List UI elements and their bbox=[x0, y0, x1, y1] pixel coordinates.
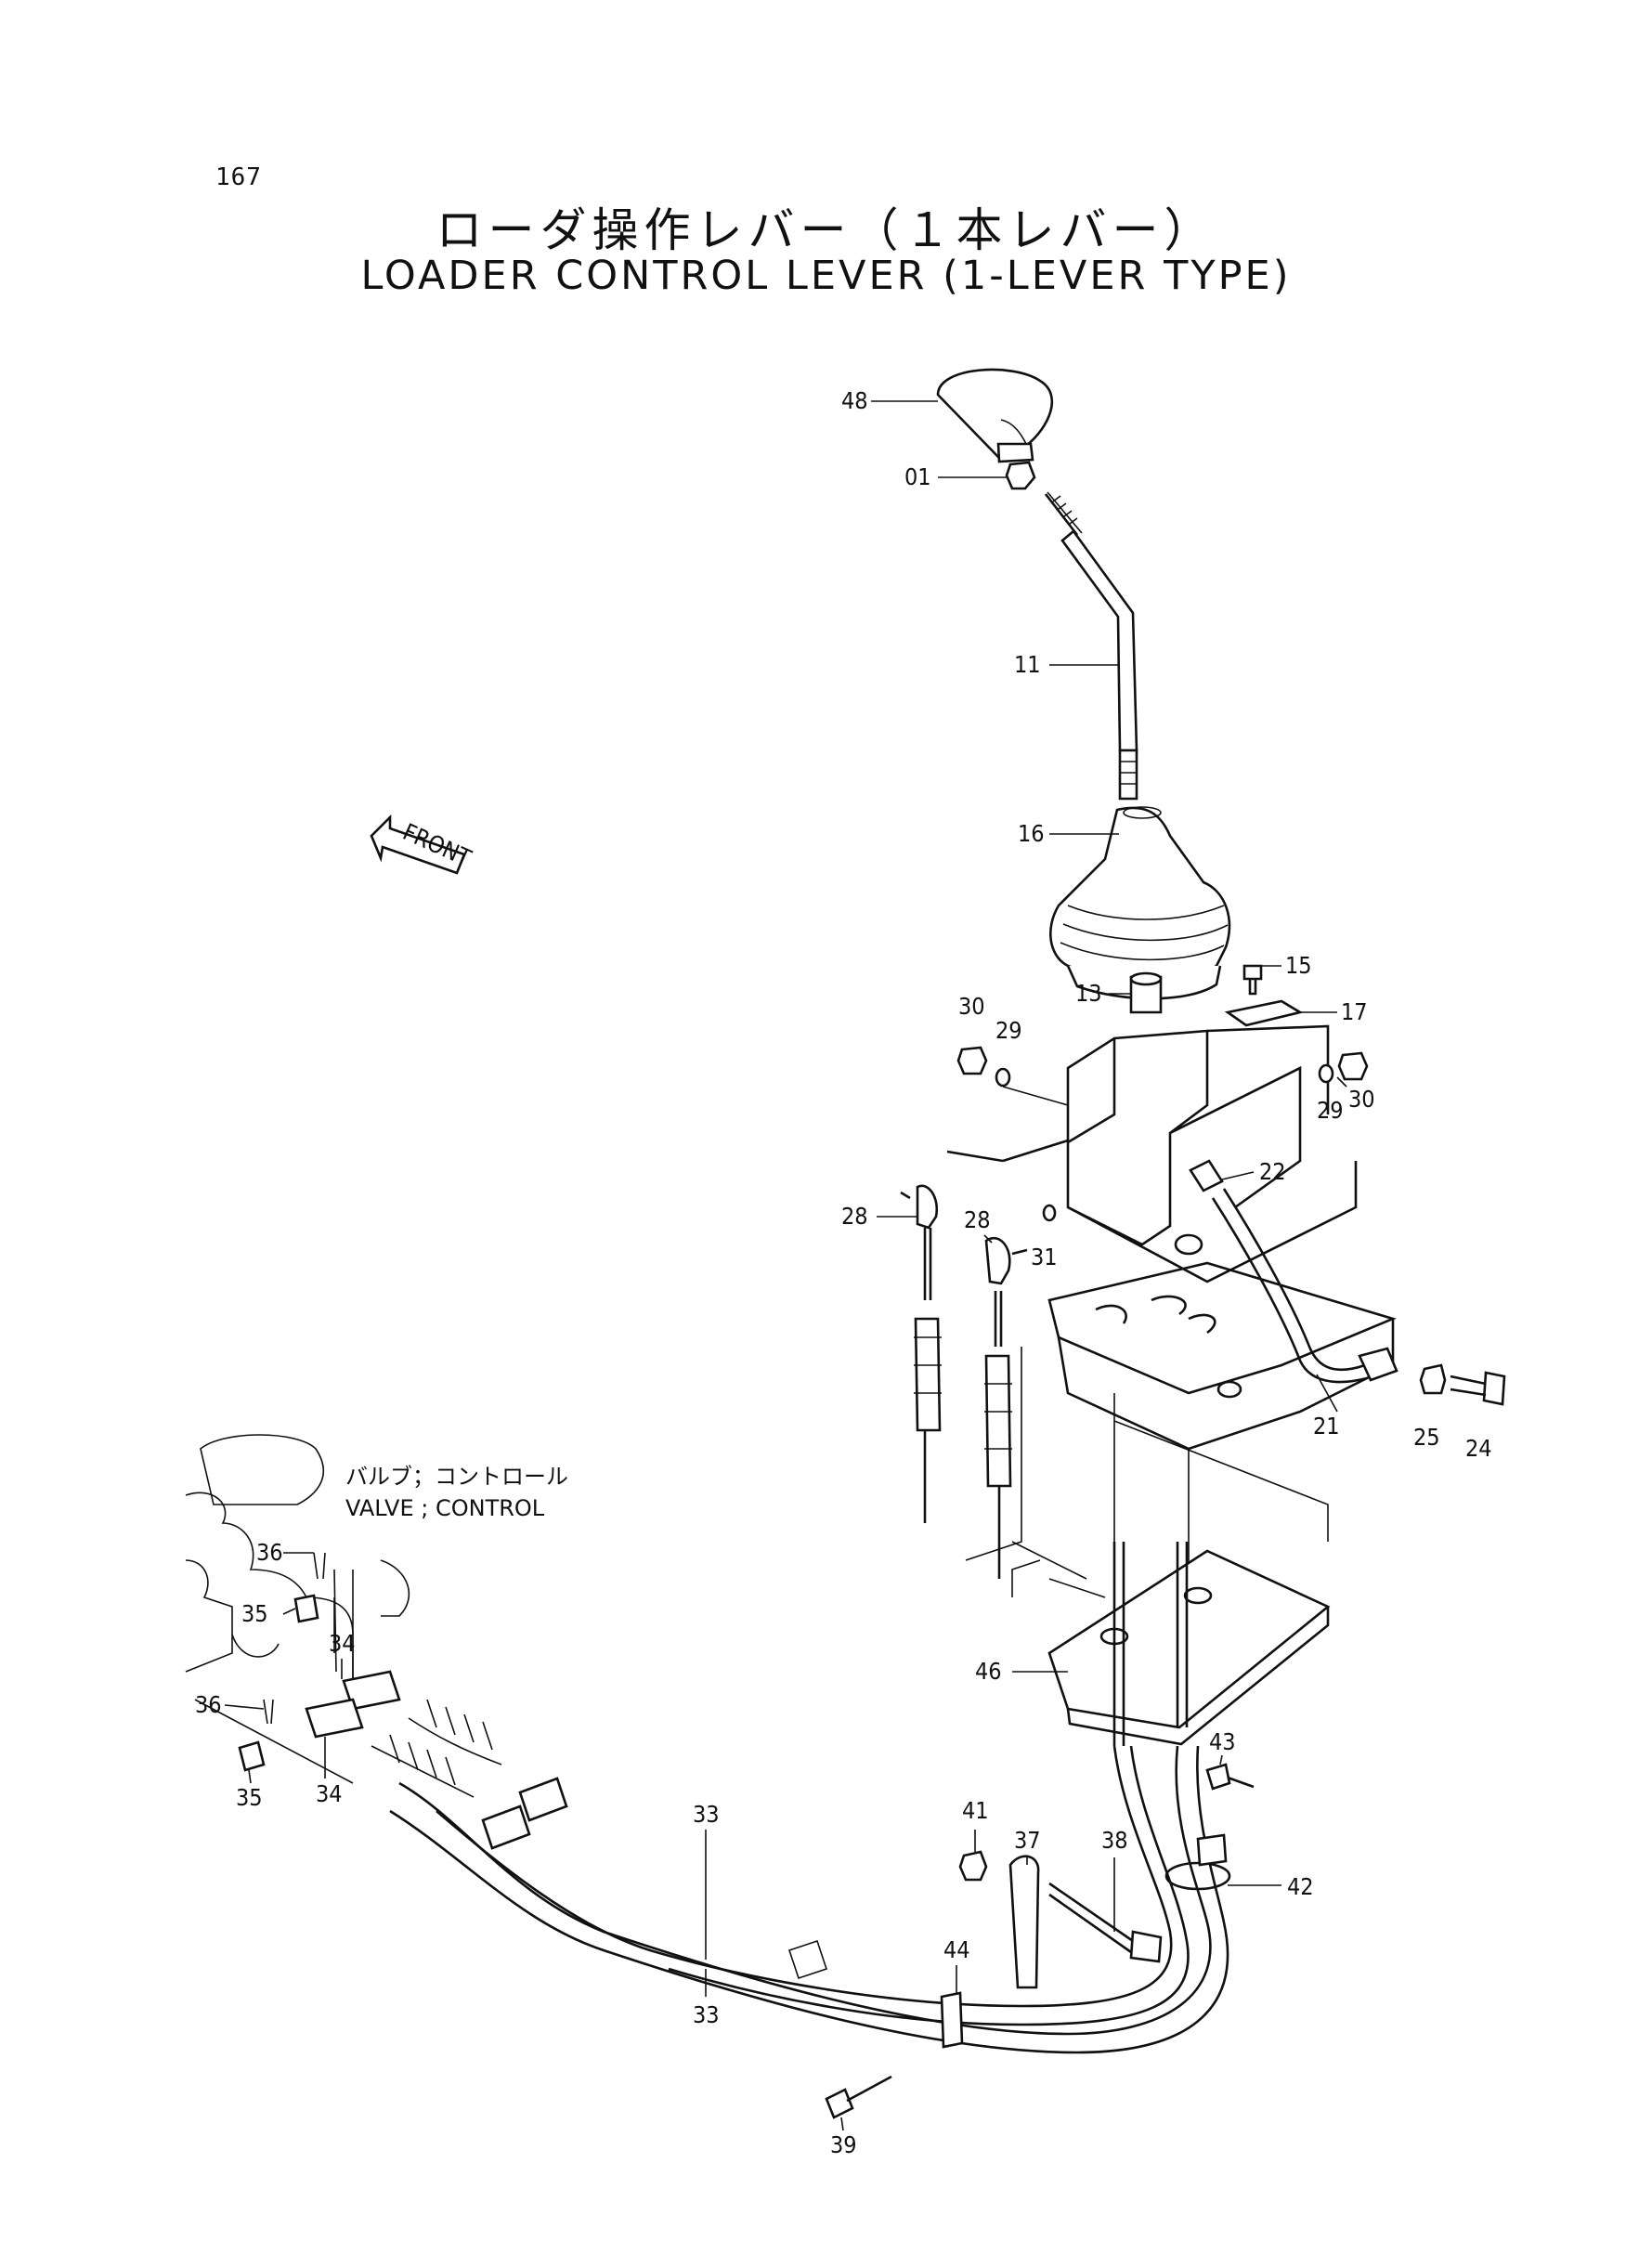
control-cables-33 bbox=[371, 1699, 1229, 2054]
callout-30-right: 30 bbox=[1348, 1086, 1375, 1113]
title-japanese: ローダ操作レバー（１本レバー） bbox=[436, 203, 1216, 257]
rod-21 bbox=[1189, 1159, 1398, 1384]
callout-29-left: 29 bbox=[995, 1017, 1022, 1044]
callout-30-left: 30 bbox=[958, 993, 985, 1020]
valve-note-en: VALVE ; CONTROL bbox=[345, 1495, 545, 1521]
callout-01: 01 bbox=[904, 463, 931, 490]
ball-joint-28-left bbox=[900, 1184, 939, 1230]
washer-31 bbox=[1042, 1204, 1057, 1222]
callout-48: 48 bbox=[841, 387, 868, 414]
callout-15: 15 bbox=[1285, 952, 1312, 979]
nut-30-right bbox=[1337, 1051, 1369, 1081]
nut-30-left bbox=[956, 1046, 988, 1075]
callout-22: 22 bbox=[1259, 1158, 1286, 1185]
bracket-37 bbox=[1008, 1855, 1040, 1989]
front-arrow-label: FRONT bbox=[399, 818, 475, 872]
callout-28-left: 28 bbox=[841, 1203, 868, 1230]
boot-16 bbox=[1048, 806, 1231, 1000]
bolt-38 bbox=[1048, 1882, 1163, 1963]
callout-13: 13 bbox=[1075, 980, 1102, 1007]
callout-38: 38 bbox=[1101, 1827, 1128, 1854]
callout-35-lower: 35 bbox=[236, 1784, 263, 1811]
callout-16: 16 bbox=[1018, 820, 1045, 847]
callout-36-upper: 36 bbox=[256, 1539, 283, 1566]
callout-29-right: 29 bbox=[1317, 1097, 1344, 1124]
clip-44 bbox=[940, 1991, 964, 2049]
title-english: LOADER CONTROL LEVER (1-LEVER TYPE) bbox=[360, 253, 1292, 299]
lever-bracket bbox=[946, 1024, 1397, 1598]
callout-41: 41 bbox=[962, 1797, 989, 1824]
callout-24: 24 bbox=[1465, 1435, 1492, 1462]
callout-33-lower: 33 bbox=[693, 2001, 720, 2028]
bolt-43 bbox=[1205, 1763, 1255, 1791]
floor-plate-46 bbox=[1047, 1542, 1331, 1746]
cable-ends-upper bbox=[914, 1228, 1012, 1579]
callout-34-lower: 34 bbox=[316, 1780, 343, 1807]
callout-43: 43 bbox=[1209, 1728, 1236, 1755]
callout-34-upper: 34 bbox=[329, 1630, 356, 1657]
callout-39: 39 bbox=[830, 2131, 857, 2158]
clamp-42 bbox=[1164, 1833, 1231, 1891]
bolt-24 bbox=[1450, 1371, 1506, 1406]
lever-11 bbox=[1044, 491, 1138, 801]
valve-note-jp: バルブ；コントロール bbox=[345, 1464, 568, 1490]
front-arrow-icon: FRONT bbox=[370, 814, 475, 875]
pin-35-upper bbox=[293, 1594, 319, 1623]
ball-joint-28-right bbox=[984, 1236, 1028, 1285]
callout-33-upper: 33 bbox=[693, 1801, 720, 1828]
callout-21: 21 bbox=[1313, 1413, 1340, 1440]
nut-41 bbox=[958, 1850, 988, 1882]
control-valve bbox=[185, 1434, 410, 1690]
callout-44: 44 bbox=[943, 1936, 970, 1963]
callout-31: 31 bbox=[1031, 1244, 1058, 1270]
callout-42: 42 bbox=[1287, 1873, 1314, 1900]
page-number: 167 bbox=[215, 163, 262, 191]
washer-29-left bbox=[995, 1067, 1011, 1088]
callout-36-lower: 36 bbox=[195, 1691, 222, 1718]
callout-35-upper: 35 bbox=[241, 1600, 268, 1627]
callout-25: 25 bbox=[1413, 1424, 1440, 1451]
knob-48 bbox=[936, 368, 1054, 463]
callout-46: 46 bbox=[975, 1658, 1002, 1685]
callout-37: 37 bbox=[1014, 1827, 1041, 1854]
pin-35-lower bbox=[238, 1740, 266, 1772]
nut-25 bbox=[1419, 1363, 1447, 1395]
callout-28-right: 28 bbox=[964, 1206, 991, 1233]
bolt-39 bbox=[825, 2075, 892, 2119]
leader-lines bbox=[224, 400, 1347, 2131]
cotter-36-lower bbox=[263, 1699, 274, 1725]
callout-11: 11 bbox=[1014, 651, 1041, 678]
cotter-36-upper bbox=[313, 1552, 326, 1580]
nut-01 bbox=[1005, 461, 1036, 490]
clevis-34-lower bbox=[305, 1698, 364, 1739]
plate-17 bbox=[1224, 999, 1304, 1027]
callout-17: 17 bbox=[1341, 998, 1368, 1025]
screw-15 bbox=[1242, 964, 1263, 996]
washer-29-right bbox=[1318, 1063, 1334, 1084]
